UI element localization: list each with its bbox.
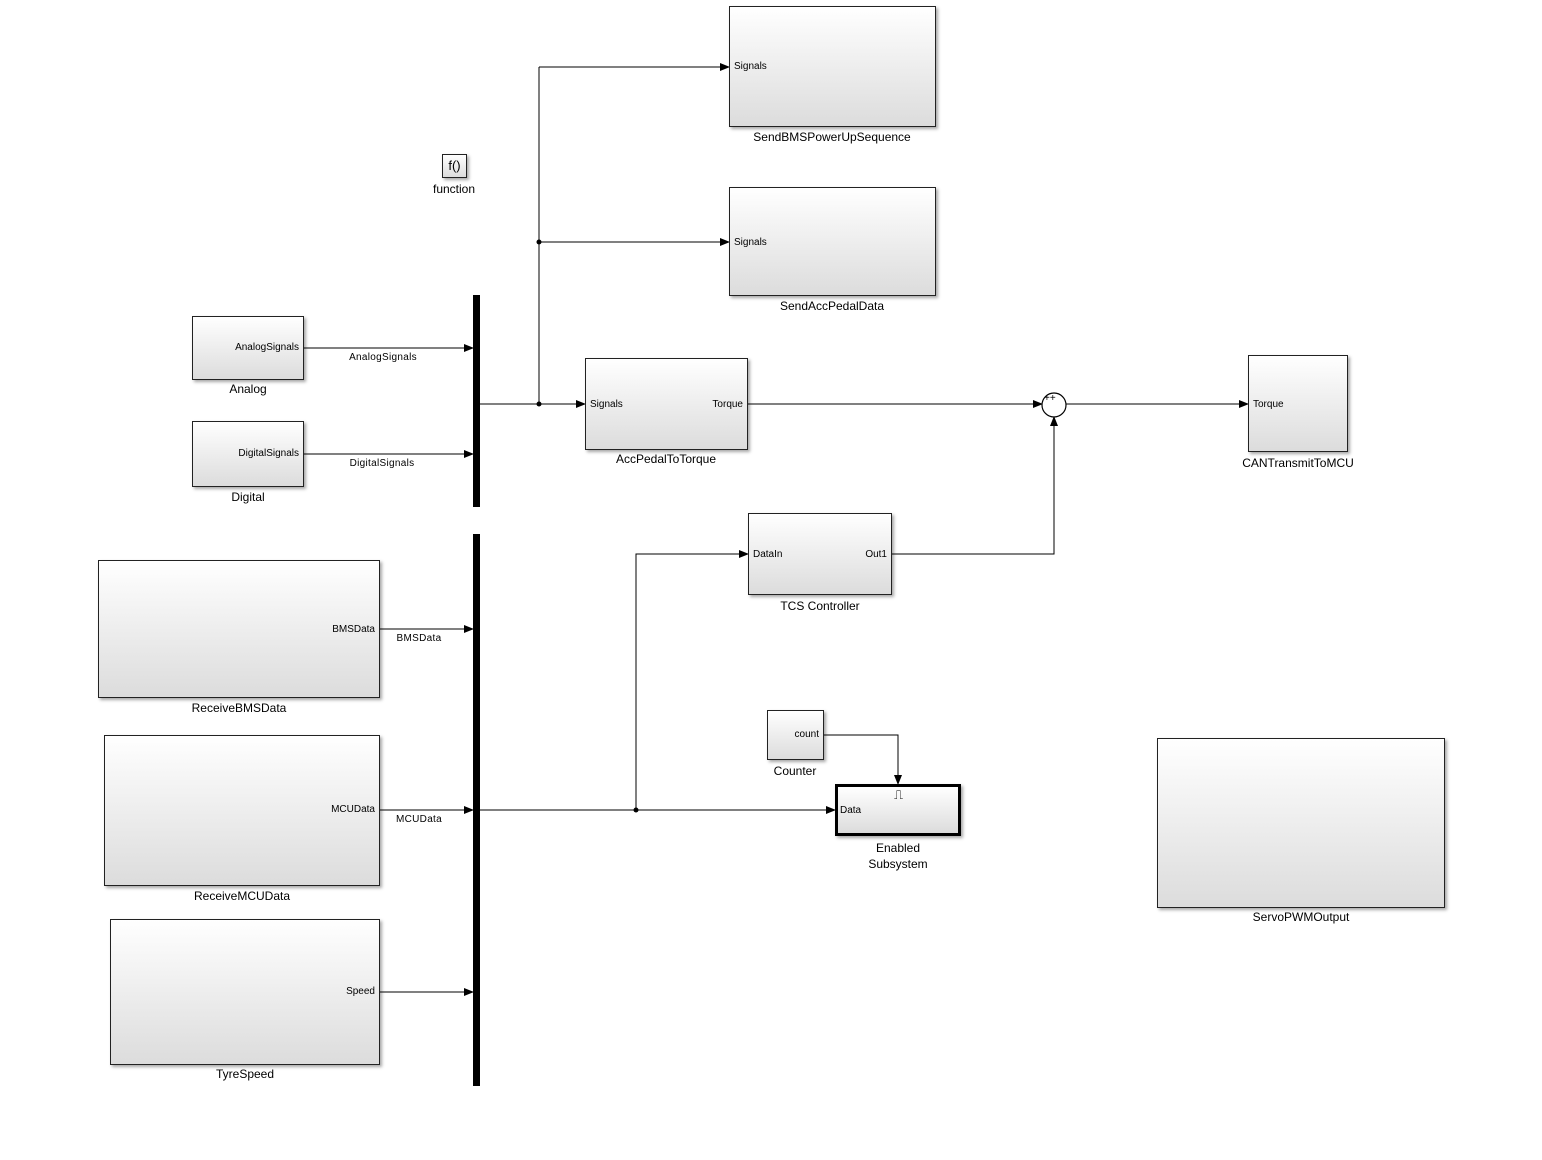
enable-pulse-icon: ⎍ — [894, 787, 904, 802]
line-tcs-sum — [892, 416, 1058, 555]
line-counter-enable — [824, 734, 902, 785]
port-datain: DataIn — [753, 549, 783, 560]
tyre-speed-label: TyreSpeed — [215, 1067, 275, 1081]
enabled-subsystem-label: Enabled Subsystem — [868, 840, 927, 872]
receive-bms-label: ReceiveBMSData — [191, 701, 287, 715]
sum-block — [1041, 392, 1067, 418]
signal-label-mcu: MCUData — [396, 814, 442, 825]
signal-label-bms: BMSData — [396, 633, 442, 644]
receive-mcu-label: ReceiveMCUData — [193, 889, 291, 903]
servo-pwm-output-label: ServoPWMOutput — [1252, 910, 1350, 924]
bus-creator-1[interactable] — [473, 295, 480, 507]
receive-mcu-block[interactable]: MCUData — [104, 735, 380, 886]
signal-label-digital: DigitalSignals — [349, 458, 415, 469]
sum-signs-text: ++ — [1044, 393, 1056, 404]
port-signals: Signals — [734, 61, 767, 72]
enabled-subsystem-block[interactable]: Data ⎍ — [835, 784, 961, 836]
can-transmit-label: CANTransmitToMCU — [1242, 456, 1354, 470]
enabled-label-line2: Subsystem — [868, 857, 928, 871]
port-torque: Torque — [1253, 399, 1284, 410]
branch-dot — [633, 807, 639, 813]
send-bms-powerup-label: SendBMSPowerUpSequence — [753, 130, 911, 144]
enabled-label-line1: Enabled — [875, 841, 921, 855]
port-speed: Speed — [346, 986, 375, 997]
port-torque: Torque — [712, 399, 743, 410]
branch-dot — [536, 239, 542, 245]
counter-block[interactable]: count — [767, 710, 824, 760]
port-analog-signals: AnalogSignals — [235, 342, 299, 353]
signal-label-analog: AnalogSignals — [349, 352, 417, 363]
can-transmit-block[interactable]: Torque — [1248, 355, 1348, 452]
bus-creator-2[interactable] — [473, 534, 480, 1086]
port-signals: Signals — [734, 237, 767, 248]
function-glyph: f() — [448, 158, 461, 173]
function-block[interactable]: f() — [442, 154, 467, 178]
port-digital-signals: DigitalSignals — [238, 448, 299, 459]
tyre-speed-block[interactable]: Speed — [110, 919, 380, 1065]
receive-bms-block[interactable]: BMSData — [98, 560, 380, 698]
tcs-controller-block[interactable]: DataIn Out1 — [748, 513, 892, 595]
tcs-controller-label: TCS Controller — [780, 599, 860, 613]
digital-block[interactable]: DigitalSignals — [192, 421, 304, 487]
send-acc-pedal-label: SendAccPedalData — [779, 299, 885, 313]
sum-signs: ++ — [1044, 393, 1056, 404]
port-mcudata: MCUData — [331, 804, 375, 815]
analog-label: Analog — [229, 382, 267, 396]
port-signals: Signals — [590, 399, 623, 410]
digital-label: Digital — [231, 490, 265, 504]
branch-dot — [536, 401, 542, 407]
line-branch-tcs — [635, 550, 749, 810]
send-bms-powerup-block[interactable]: Signals — [729, 6, 936, 127]
servo-pwm-output-block[interactable] — [1157, 738, 1445, 908]
port-out1: Out1 — [865, 549, 887, 560]
send-acc-pedal-block[interactable]: Signals — [729, 187, 936, 296]
analog-block[interactable]: AnalogSignals — [192, 316, 304, 380]
acc-pedal-to-torque-label: AccPedalToTorque — [615, 452, 717, 466]
port-data: Data — [840, 805, 862, 816]
acc-pedal-to-torque-block[interactable]: Signals Torque — [585, 358, 748, 450]
port-count: count — [794, 729, 819, 740]
port-bmsdata: BMSData — [332, 624, 375, 635]
counter-label: Counter — [773, 764, 817, 778]
function-label: function — [432, 182, 476, 196]
